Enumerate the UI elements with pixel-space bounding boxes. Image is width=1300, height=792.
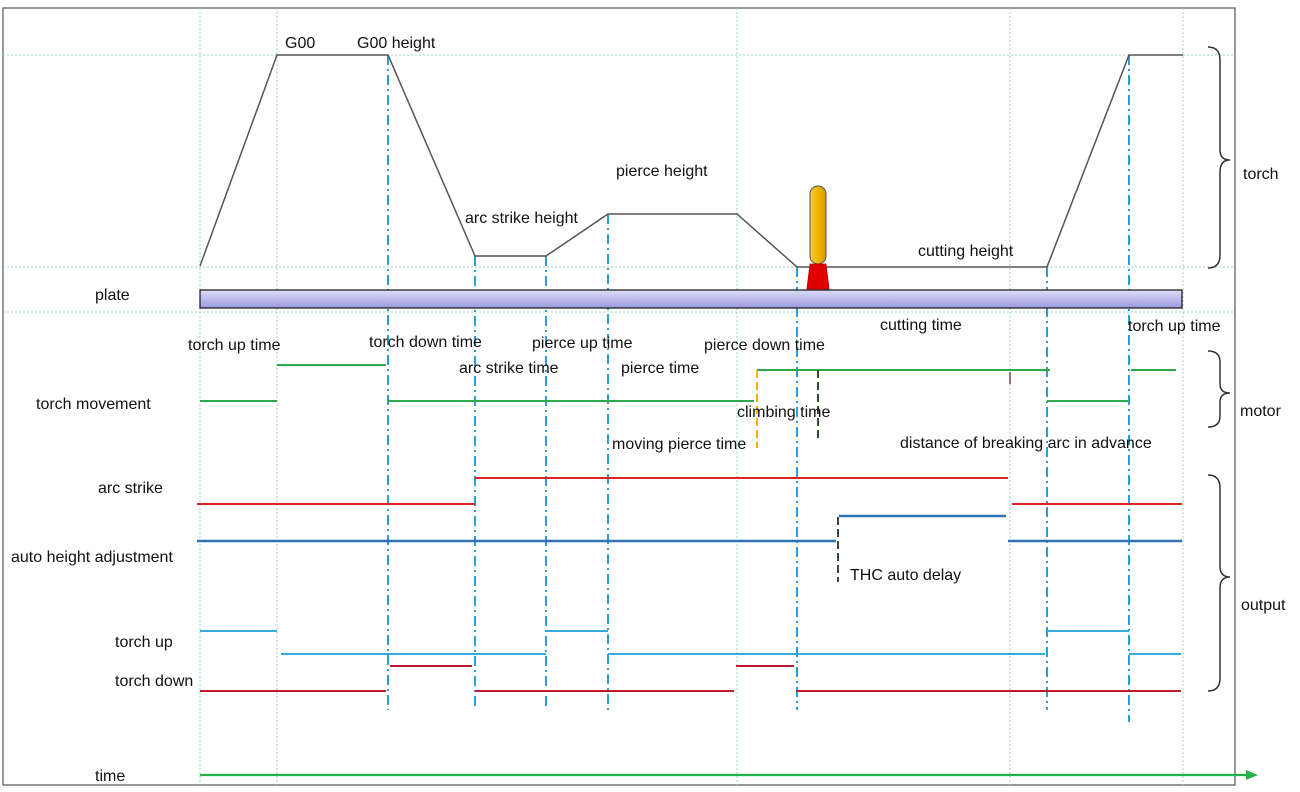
motor-group-brace [1207, 350, 1231, 428]
label-arc-strike-height: arc strike height [465, 210, 578, 227]
torch-up-signal [200, 630, 1181, 655]
label-time: time [95, 768, 125, 785]
label-torch-up-time-right: torch up time [1128, 318, 1221, 335]
label-plate: plate [95, 287, 130, 304]
label-thc-auto-delay: THC auto delay [850, 567, 961, 584]
label-distance-breaking-arc: distance of breaking arc in advance [900, 435, 1152, 452]
label-moving-pierce-time: moving pierce time [612, 436, 746, 453]
vertical-grid-dashdot [387, 55, 1130, 722]
vertical-grid-dotted [199, 8, 1184, 785]
label-torch-up: torch up [115, 634, 173, 651]
label-g00-height: G00 height [357, 35, 436, 52]
label-climbing-time: climbing time [737, 404, 830, 421]
label-torch-up-time-left: torch up time [188, 337, 281, 354]
arrow-right-icon [200, 770, 1258, 780]
label-cutting-time: cutting time [880, 317, 962, 334]
label-pierce-up-time: pierce up time [532, 335, 633, 352]
torch-group-brace [1207, 46, 1231, 269]
label-pierce-height: pierce height [616, 163, 708, 180]
label-torch-group: torch [1243, 166, 1279, 183]
torch-down-signal [200, 665, 1181, 692]
arc-strike-signal [197, 477, 1182, 505]
label-g00: G00 [285, 35, 315, 52]
label-torch-down-time: torch down time [369, 334, 482, 351]
horizontal-grid-dotted [3, 54, 1235, 313]
torch-movement-signal [200, 364, 1176, 402]
label-auto-height-adjustment: auto height adjustment [11, 549, 173, 566]
diagram-frame [2, 7, 1236, 786]
auto-height-adjustment-signal [197, 514, 1182, 543]
label-pierce-time: pierce time [621, 360, 699, 377]
label-motor-group: motor [1240, 403, 1282, 420]
label-arc-strike-time: arc strike time [459, 360, 559, 377]
label-output-group: output [1241, 597, 1286, 614]
plasma-torch-icon [806, 185, 830, 290]
plate-bar [199, 289, 1183, 309]
torch-height-profile [199, 54, 1183, 268]
label-pierce-down-time: pierce down time [704, 337, 825, 354]
output-group-brace [1207, 474, 1231, 692]
label-cutting-height: cutting height [918, 243, 1014, 260]
label-arc-strike: arc strike [98, 480, 163, 497]
group-braces [1207, 46, 1231, 692]
label-torch-down: torch down [115, 673, 193, 690]
label-torch-movement: torch movement [36, 396, 151, 413]
